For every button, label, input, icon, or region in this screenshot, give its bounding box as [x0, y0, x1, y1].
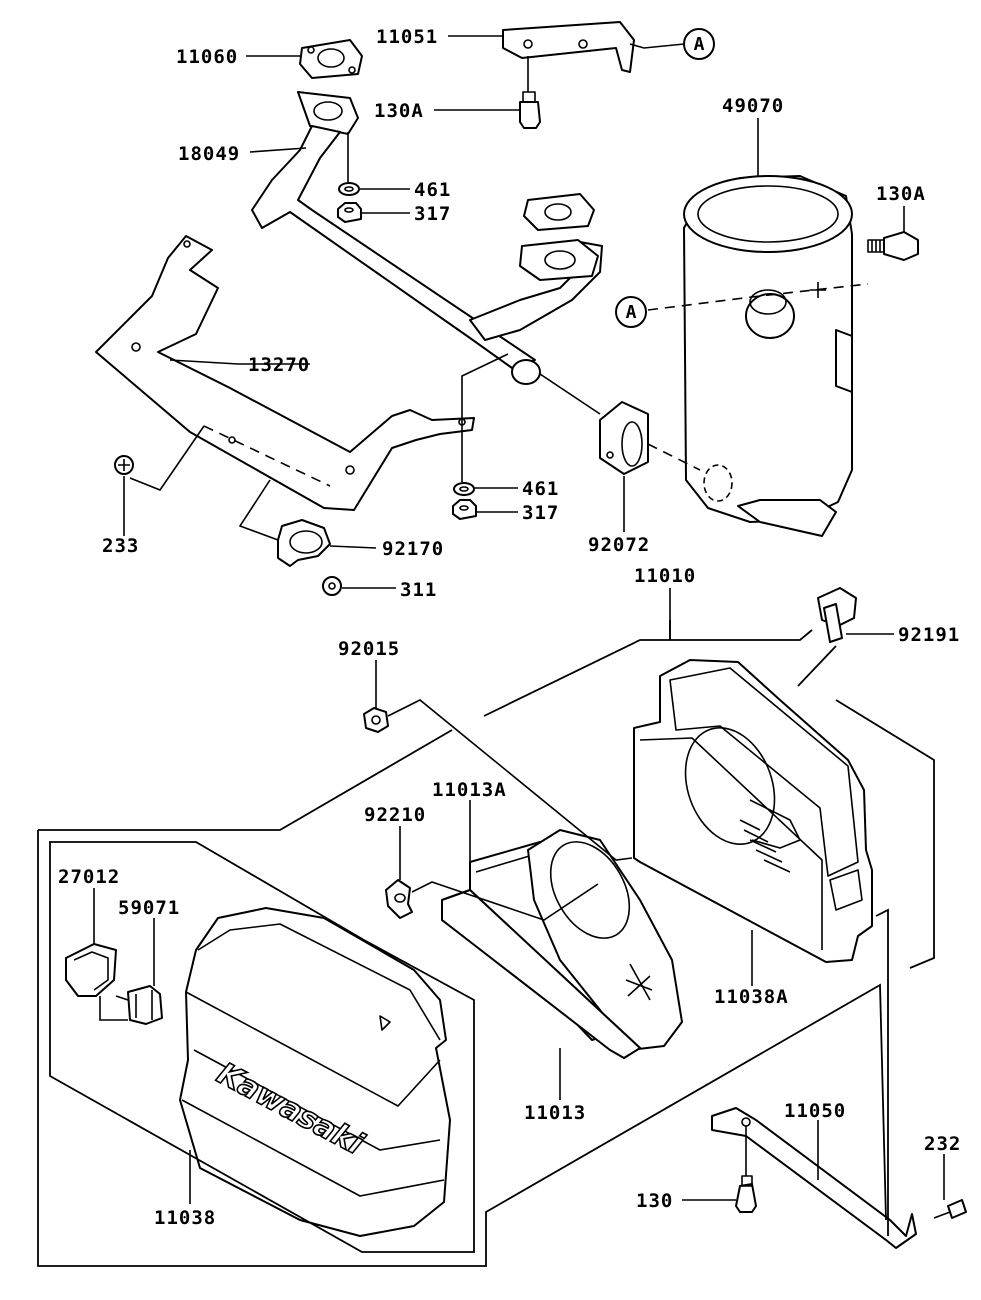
bracket-11051	[502, 21, 635, 73]
label-92210: 92210	[364, 804, 426, 826]
ref-label-muffler: A	[626, 302, 637, 323]
label-27012: 27012	[58, 866, 120, 888]
label-311: 311	[400, 579, 437, 601]
leader-130	[682, 1126, 747, 1201]
strap-11050	[711, 1107, 917, 1249]
label-317-mid: 317	[522, 502, 559, 524]
nut-92015	[363, 707, 389, 733]
label-11051: 11051	[376, 26, 438, 48]
leader-92170	[238, 479, 377, 549]
ref-circle-muffler: A	[615, 296, 647, 328]
base-group-outline	[483, 620, 935, 1236]
label-232: 232	[924, 1133, 961, 1155]
label-13270: 13270	[248, 354, 310, 376]
label-18049: 18049	[178, 143, 240, 165]
leader-59071	[99, 918, 155, 1021]
label-130A-right: 130A	[876, 183, 926, 205]
filter-element-frame	[527, 829, 683, 1051]
air-cleaner-base-11010	[633, 659, 873, 963]
screw-232	[933, 1199, 967, 1219]
air-cleaner-cover-11038: Kawasaki	[179, 907, 451, 1237]
clip-59071	[127, 985, 163, 1025]
label-11013: 11013	[524, 1102, 586, 1124]
label-461-top: 461	[414, 179, 451, 201]
leader-18049	[249, 147, 307, 153]
leader-clamp-muffler	[647, 443, 701, 471]
gasket-11060	[299, 39, 363, 79]
label-233: 233	[102, 535, 139, 557]
label-92191: 92191	[898, 624, 960, 646]
clamp-92072	[599, 401, 649, 475]
label-130A-top: 130A	[374, 100, 424, 122]
leader-13270	[169, 359, 310, 365]
gasket-pipe-end	[523, 193, 595, 231]
leader-130A-top	[434, 56, 529, 111]
screw-233	[114, 455, 134, 475]
leader-shield-slot	[203, 425, 331, 487]
leader-ref-top	[629, 43, 685, 49]
bolt-130A-top	[519, 91, 541, 129]
leader-233	[123, 425, 205, 536]
bolt-130	[735, 1175, 757, 1213]
nut-317-mid	[452, 499, 477, 520]
nut-311	[322, 576, 342, 596]
exhaust-pipe-18049	[251, 91, 603, 385]
label-11038A: 11038A	[714, 986, 789, 1008]
leader-461-top	[347, 132, 410, 190]
label-92072: 92072	[588, 534, 650, 556]
label-92015: 92015	[338, 638, 400, 660]
label-461-mid: 461	[522, 478, 559, 500]
label-92170: 92170	[382, 538, 444, 560]
label-11050: 11050	[784, 1100, 846, 1122]
paper-filter-11013	[441, 889, 641, 1059]
bracket-27012	[65, 943, 117, 997]
leader-92015	[375, 660, 633, 861]
bolt-130A-right	[867, 231, 919, 261]
leader-ref-muffler	[647, 283, 869, 311]
label-49070: 49070	[722, 95, 784, 117]
label-11013A: 11013A	[432, 779, 507, 801]
nut-317-top	[337, 202, 362, 223]
ref-circle-top: A	[683, 28, 715, 60]
clip-92210	[385, 879, 413, 919]
label-11010: 11010	[634, 565, 696, 587]
washer-461-mid	[453, 482, 475, 496]
ref-label-top: A	[694, 34, 705, 55]
washer-461-top	[338, 182, 360, 196]
label-317-top: 317	[414, 203, 451, 225]
label-59071: 59071	[118, 897, 180, 919]
label-11038: 11038	[154, 1207, 216, 1229]
label-11060: 11060	[176, 46, 238, 68]
grommet-92191	[817, 587, 857, 643]
leader-92072	[539, 373, 625, 532]
muffler-49070	[683, 175, 853, 537]
sub-assembly-outline	[37, 729, 887, 1267]
leader-461-mid	[461, 353, 518, 489]
leader-92210	[399, 826, 599, 921]
label-130: 130	[636, 1190, 673, 1212]
clamp-92170	[277, 519, 331, 567]
cover-group-outline	[49, 841, 475, 1253]
